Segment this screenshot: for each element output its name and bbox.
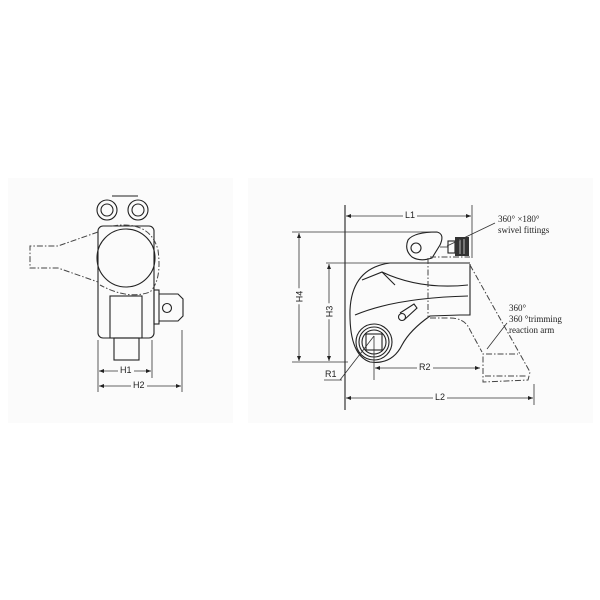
port-left-outer bbox=[96, 199, 118, 221]
reaction-line1: 360° bbox=[509, 303, 527, 313]
r1-leader bbox=[339, 335, 375, 381]
side-plate bbox=[153, 289, 160, 325]
swivel-line2: swivel fittings bbox=[498, 225, 550, 235]
swivel-annotation: 360° ×180° swivel fittings bbox=[498, 214, 549, 236]
dashed-reaction-arm bbox=[29, 231, 99, 283]
swivel-leader bbox=[446, 222, 496, 247]
reaction-arm-annotation: 360° 360 °trimming reaction arm bbox=[509, 303, 562, 336]
body-detail-line1 bbox=[381, 271, 469, 287]
port-left-inner bbox=[100, 203, 114, 217]
body-right-edge bbox=[460, 264, 471, 316]
reaction-line2: 360 °trimming bbox=[509, 314, 562, 324]
lever-pin bbox=[397, 312, 407, 322]
side-view-panel bbox=[8, 178, 233, 423]
side-lug-hole bbox=[161, 302, 173, 314]
dashed-reaction-arm bbox=[469, 264, 531, 383]
port-right-outer bbox=[127, 199, 149, 221]
port-right-inner bbox=[131, 203, 145, 217]
side-lug bbox=[159, 293, 184, 322]
dim-h1: H1 bbox=[118, 365, 134, 375]
dim-l2: L2 bbox=[433, 392, 448, 402]
reaction-line3: reaction arm bbox=[509, 325, 555, 335]
dim-h3: H3 bbox=[324, 303, 335, 320]
dashed-cylinder-outline bbox=[99, 224, 160, 296]
swivel-line1: 360° ×180° bbox=[498, 214, 540, 224]
reaction-leader bbox=[486, 322, 508, 350]
dim-r1: R1 bbox=[325, 369, 337, 379]
dim-r2: R2 bbox=[417, 362, 433, 372]
cylinder-head bbox=[406, 231, 443, 261]
dim-h2: H2 bbox=[131, 380, 147, 390]
body-detail-top bbox=[361, 271, 396, 286]
dashed-reaction-arm-inner bbox=[449, 317, 483, 353]
front-view-panel bbox=[248, 178, 593, 423]
head-port bbox=[410, 242, 422, 254]
dim-h4: H4 bbox=[294, 288, 305, 305]
body-detail-line2 bbox=[354, 295, 469, 316]
swivel-fitting bbox=[455, 237, 469, 256]
body-outline bbox=[349, 262, 461, 363]
dim-l1: L1 bbox=[403, 210, 418, 220]
cylinder-circle bbox=[96, 228, 156, 288]
lever-arm bbox=[399, 303, 418, 321]
square-drive bbox=[113, 337, 140, 361]
